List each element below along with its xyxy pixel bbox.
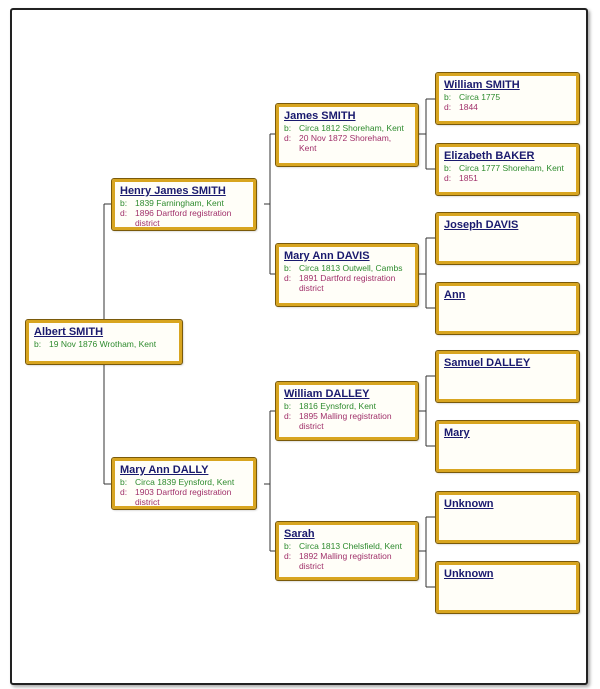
connector-mother: [264, 410, 278, 552]
person-name[interactable]: Samuel DALLEY: [444, 357, 531, 369]
person-name[interactable]: Ann: [444, 289, 466, 301]
death-row: d:1896 Dartford registration district: [120, 208, 232, 228]
person-box-william-smith[interactable]: William SMITH b:Circa 1775 d:1844: [435, 72, 580, 125]
birth-row: b:Circa 1839 Eynsford, Kent: [120, 477, 235, 487]
person-name[interactable]: Henry James SMITH: [120, 185, 226, 197]
death-row: d:1844: [444, 102, 478, 112]
person-box-samuel-dalley[interactable]: Samuel DALLEY: [435, 350, 580, 403]
death-row: d:1895 Malling registration district: [284, 411, 392, 431]
person-box-unknown-1[interactable]: Unknown: [435, 491, 580, 544]
person-name[interactable]: Elizabeth BAKER: [444, 150, 535, 162]
death-row: d:1891 Dartford registration district: [284, 273, 396, 293]
person-box-joseph-davis[interactable]: Joseph DAVIS: [435, 212, 580, 265]
connector-mgf: [418, 375, 436, 447]
person-box-mary-ann-dally[interactable]: Mary Ann DALLY b:Circa 1839 Eynsford, Ke…: [111, 457, 257, 510]
person-name[interactable]: Mary Ann DALLY: [120, 464, 209, 476]
person-box-ann[interactable]: Ann: [435, 282, 580, 335]
death-row: d:1851: [444, 173, 478, 183]
death-row: d:1892 Malling registration district: [284, 551, 392, 571]
person-name[interactable]: James SMITH: [284, 110, 356, 122]
person-name[interactable]: Albert SMITH: [34, 326, 104, 338]
person-box-henry-james-smith[interactable]: Henry James SMITH b:1839 Farningham, Ken…: [111, 178, 257, 231]
birth-row: b:Circa 1813 Outwell, Cambs: [284, 263, 403, 273]
connector-pgf: [418, 98, 436, 170]
connector-father: [264, 133, 278, 275]
person-name[interactable]: Sarah: [284, 528, 315, 540]
person-name[interactable]: William SMITH: [444, 79, 520, 91]
person-box-mary-ann-davis[interactable]: Mary Ann DAVIS b:Circa 1813 Outwell, Cam…: [275, 243, 419, 307]
death-row: d:20 Nov 1872 Shoreham, Kent: [284, 133, 392, 153]
death-row: d:1903 Dartford registration district: [120, 487, 232, 507]
person-box-elizabeth-baker[interactable]: Elizabeth BAKER b:Circa 1777 Shoreham, K…: [435, 143, 580, 196]
birth-row: b:Circa 1813 Chelsfield, Kent: [284, 541, 403, 551]
connector-pgm: [418, 237, 436, 309]
person-box-unknown-2[interactable]: Unknown: [435, 561, 580, 614]
person-box-james-smith[interactable]: James SMITH b:Circa 1812 Shoreham, Kent …: [275, 103, 419, 167]
person-name[interactable]: William DALLEY: [284, 388, 370, 400]
birth-row: b:Circa 1812 Shoreham, Kent: [284, 123, 404, 133]
person-name[interactable]: Unknown: [444, 568, 494, 580]
birth-row: b:19 Nov 1876 Wrotham, Kent: [34, 339, 157, 349]
person-name[interactable]: Mary: [444, 427, 470, 439]
person-box-mary[interactable]: Mary: [435, 420, 580, 473]
birth-row: b:Circa 1777 Shoreham, Kent: [444, 163, 564, 173]
birth-row: b:1839 Farningham, Kent: [120, 198, 224, 208]
person-box-sarah[interactable]: Sarah b:Circa 1813 Chelsfield, Kent d:18…: [275, 521, 419, 581]
birth-row: b:1816 Eynsford, Kent: [284, 401, 377, 411]
birth-row: b:Circa 1775: [444, 92, 501, 102]
person-name[interactable]: Unknown: [444, 498, 494, 510]
person-name[interactable]: Joseph DAVIS: [444, 219, 519, 231]
person-box-albert-smith[interactable]: Albert SMITH b:19 Nov 1876 Wrotham, Kent: [25, 319, 183, 365]
connector-mgm: [418, 516, 436, 588]
person-box-william-dalley[interactable]: William DALLEY b:1816 Eynsford, Kent d:1…: [275, 381, 419, 441]
person-name[interactable]: Mary Ann DAVIS: [284, 250, 370, 262]
